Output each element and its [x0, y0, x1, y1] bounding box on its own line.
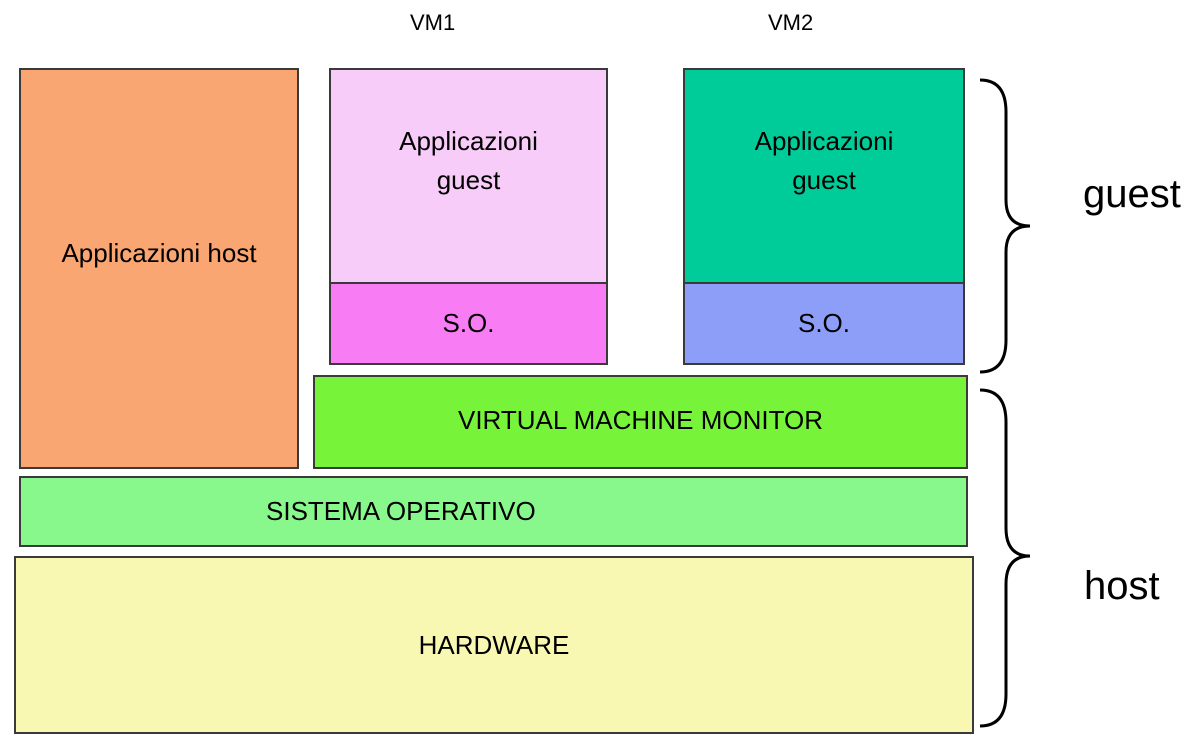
- host-label: host: [1084, 564, 1160, 608]
- host-operating-system-label: SISTEMA OPERATIVO: [266, 496, 536, 526]
- host-applications-label: Applicazioni host: [61, 238, 257, 268]
- vm1-os-block: S.O.: [329, 282, 608, 365]
- vm2-os-block: S.O.: [683, 282, 965, 365]
- vm2-guest-applications-block: Applicazioni guest: [683, 68, 965, 284]
- vm2-label: VM2: [768, 10, 814, 35]
- guest-brace: [979, 78, 1031, 374]
- host-applications-block: Applicazioni host: [19, 68, 299, 469]
- virtual-machine-monitor-block: VIRTUAL MACHINE MONITOR: [313, 375, 968, 469]
- vm1-label: VM1: [410, 10, 456, 35]
- host-brace: [979, 388, 1031, 728]
- vm1-guest-applications-block: Applicazioni guest: [329, 68, 608, 284]
- vm2-os-label: S.O.: [797, 308, 850, 338]
- hardware-label: HARDWARE: [418, 629, 570, 660]
- hardware-block: HARDWARE: [14, 556, 974, 734]
- vm1-os-label: S.O.: [442, 308, 495, 338]
- guest-label: guest: [1083, 172, 1181, 216]
- vm1-guest-applications-label: Applicazioni guest: [399, 126, 538, 195]
- host-operating-system-block: SISTEMA OPERATIVO: [19, 476, 968, 547]
- virtual-machine-monitor-label: VIRTUAL MACHINE MONITOR: [457, 404, 823, 435]
- vm2-guest-applications-label: Applicazioni guest: [754, 126, 894, 195]
